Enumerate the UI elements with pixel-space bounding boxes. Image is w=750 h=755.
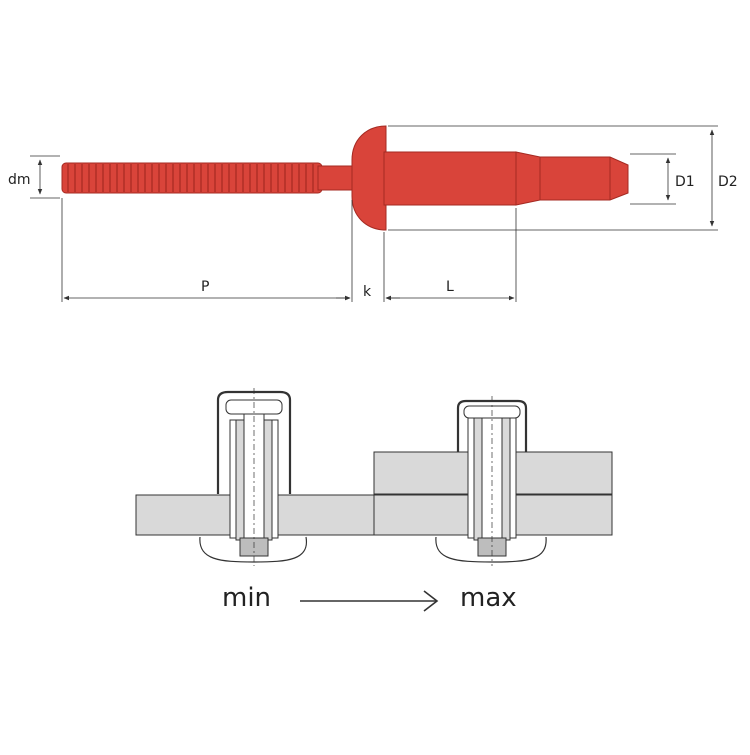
right-arrow-icon bbox=[300, 590, 439, 612]
rivet-tail bbox=[515, 151, 629, 206]
dimension-labels: dm P k L D1 D2 bbox=[8, 172, 738, 300]
label-dm: dm bbox=[8, 172, 31, 188]
label-d2: D2 bbox=[718, 174, 738, 190]
label-p: P bbox=[201, 279, 209, 295]
label-l: L bbox=[446, 279, 454, 295]
installed-rivets: min max bbox=[135, 388, 613, 613]
label-d1: D1 bbox=[675, 174, 695, 190]
rivet-drawing bbox=[61, 125, 629, 231]
label-min: min bbox=[222, 583, 271, 613]
mandrel bbox=[61, 162, 355, 194]
rivet-min-assembly bbox=[135, 388, 375, 566]
rivet-body bbox=[383, 151, 517, 206]
rivet-head bbox=[351, 125, 387, 231]
label-k: k bbox=[363, 284, 372, 300]
rivet-max-assembly bbox=[373, 396, 613, 566]
label-max: max bbox=[460, 583, 517, 613]
dimensions bbox=[30, 125, 718, 302]
